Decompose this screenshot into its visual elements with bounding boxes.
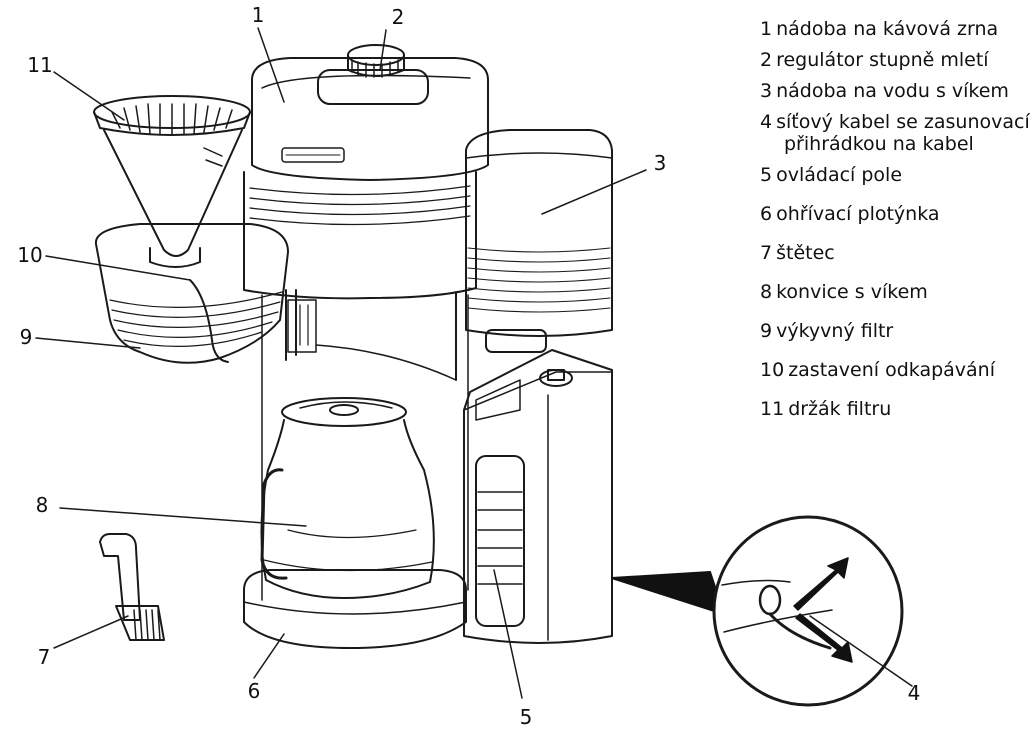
bean-container: [251, 57, 489, 181]
legend-number: 2: [760, 49, 773, 71]
legend-label: zastavení odkapávání: [788, 359, 995, 381]
legend-number: 7: [760, 242, 773, 264]
legend-label: štětec: [776, 242, 835, 264]
legend-label: držák filtru: [788, 398, 892, 420]
callout-1: 1: [252, 3, 265, 27]
carafe: [260, 397, 435, 599]
legend-label: konvice s víkem: [776, 281, 928, 303]
legend-number: 8: [760, 281, 773, 303]
legend-label-continued: přihrádkou na kabel: [784, 133, 974, 155]
legend-number: 4: [760, 111, 773, 133]
legend-label: nádoba na vodu s víkem: [776, 80, 1009, 102]
machine-body: [243, 44, 489, 601]
legend-label: síťový kabel se zasunovací: [776, 111, 1030, 133]
callout-10: 10: [17, 243, 42, 267]
legend-number: 9: [760, 320, 773, 342]
callout-3: 3: [654, 151, 667, 175]
legend-label: regulátor stupně mletí: [776, 49, 989, 71]
legend-number: 3: [760, 80, 773, 102]
callout-4: 4: [908, 681, 921, 705]
legend-number: 1: [760, 18, 773, 40]
callout-6: 6: [248, 679, 261, 703]
swing-filter: [94, 223, 289, 364]
leader-lines: [35, 27, 913, 699]
legend-label: ovládací pole: [776, 164, 903, 186]
callout-8: 8: [36, 493, 49, 517]
legend-number: 5: [760, 164, 773, 186]
callout-numbers: 1 2 3 4 5 6 7 8 9 10 11: [17, 3, 920, 729]
filter-holder: [93, 95, 251, 268]
callout-11: 11: [27, 53, 52, 77]
brush: [99, 533, 165, 641]
water-tank: [465, 129, 613, 353]
arrow-icon: [793, 557, 853, 663]
legend-number: 11: [760, 398, 785, 420]
warming-plate: [243, 569, 467, 649]
callout-7: 7: [38, 645, 51, 669]
control-panel: [475, 455, 525, 627]
callout-2: 2: [392, 5, 405, 29]
legend-number: 6: [760, 203, 773, 225]
legend-label: výkyvný filtr: [776, 320, 894, 342]
callout-5: 5: [520, 705, 533, 729]
callout-9: 9: [20, 325, 33, 349]
grind-dial: [347, 44, 405, 78]
legend-label: ohřívací plotýnka: [776, 203, 940, 225]
legend-label: nádoba na kávová zrna: [776, 18, 999, 40]
cable-detail-magnifier: [611, 515, 904, 707]
control-column: [463, 349, 613, 644]
legend-number: 10: [760, 359, 785, 381]
